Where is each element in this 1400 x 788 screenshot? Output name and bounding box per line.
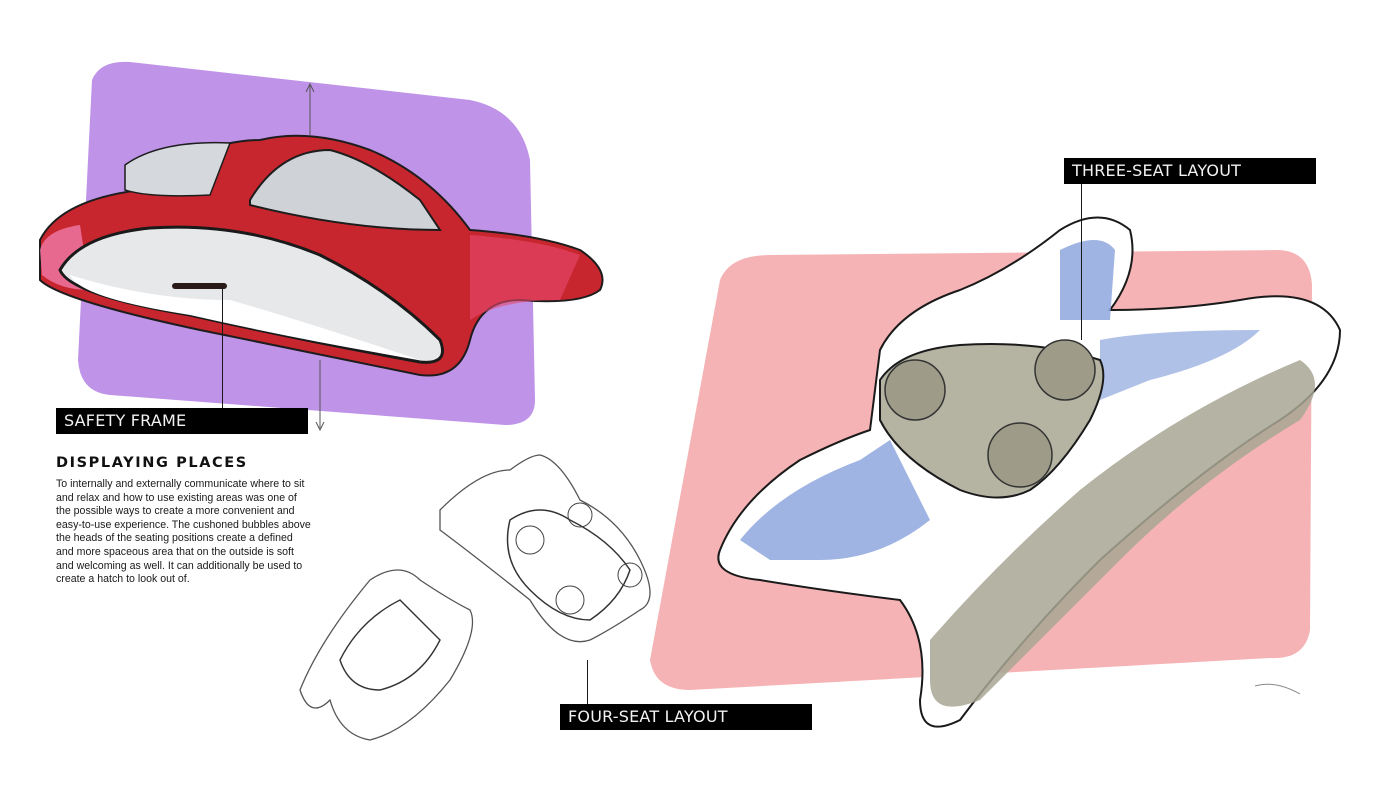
four-seat-sketch bbox=[439, 454, 651, 643]
safety-frame-label: SAFETY FRAME bbox=[56, 408, 308, 434]
canopy-glass bbox=[124, 141, 232, 197]
four-seat-leader-line bbox=[587, 660, 588, 705]
two-seat-sketch bbox=[299, 569, 474, 741]
safety-frame-leader-line bbox=[222, 288, 223, 408]
three-seat-layout-label: THREE-SEAT LAYOUT bbox=[1064, 158, 1316, 184]
section-heading: DISPLAYING PLACES bbox=[56, 455, 248, 471]
three-seat-leader-line bbox=[1081, 184, 1082, 340]
section-body-text: To internally and externally communicate… bbox=[56, 478, 311, 586]
four-seat-layout-label: FOUR-SEAT LAYOUT bbox=[560, 704, 812, 730]
